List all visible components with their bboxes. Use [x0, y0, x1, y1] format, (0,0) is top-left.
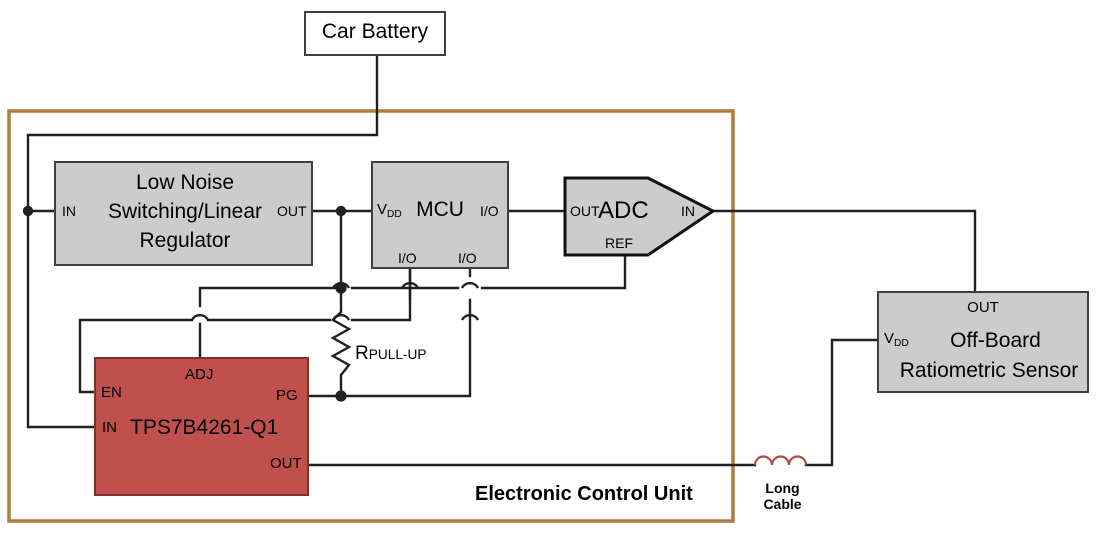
junction-dot-vreg-out — [335, 205, 347, 217]
regulator-pin-in-label: IN — [62, 203, 76, 219]
sensor-pin-vdd-text: V — [884, 330, 895, 347]
sensor-pin-out-label: OUT — [967, 299, 999, 316]
wire-node-to-mcu-io2 — [339, 298, 472, 398]
adc-pin-ref-label: REF — [605, 235, 633, 251]
block-adc[interactable] — [563, 176, 716, 257]
mcu-pin-vdd-subscript: DD — [387, 208, 402, 220]
wire-hop-io2-over-bus — [460, 281, 480, 289]
adc-pin-in-label: IN — [681, 203, 695, 219]
tps-pin-pg-label: PG — [276, 387, 298, 404]
wire-battery-to-rail — [26, 53, 379, 213]
junction-dot-battery-rail — [22, 205, 34, 217]
junction-dot-layer — [22, 205, 347, 402]
block-car-battery[interactable] — [304, 11, 446, 56]
block-regulator[interactable] — [54, 161, 313, 266]
wire-cable-to-sensor-vdd — [804, 338, 880, 467]
block-tps7b4261q1[interactable] — [94, 357, 309, 496]
regulator-label-line1: Low Noise — [135, 171, 235, 194]
car-battery-label: Car Battery — [321, 20, 429, 43]
sensor-label-line1: Off-Board — [950, 329, 1041, 352]
long-cable-label-line2: Cable — [763, 496, 802, 512]
resistor-label-subscript: PULL-UP — [368, 347, 427, 362]
sensor-label-line2: Ratiometric Sensor — [899, 359, 1079, 382]
mcu-pin-vdd-label: VDD — [377, 201, 402, 220]
wire-hop-io2-over-enrail — [460, 313, 480, 321]
mcu-pin-io-bottom-right-label: I/O — [458, 250, 477, 266]
block-mcu[interactable] — [371, 161, 509, 269]
mcu-pin-io-bottom-left-label: I/O — [398, 250, 417, 266]
wire-en-rail-right2 — [350, 266, 412, 322]
wire-adc-in-to-sensor-out — [711, 209, 977, 294]
block-offboard-sensor[interactable] — [877, 291, 1089, 393]
adc-label: ADC — [598, 197, 649, 224]
wire-en-rail — [78, 318, 194, 394]
tps-pin-out-label: OUT — [270, 455, 302, 472]
ecu-label: Electronic Control Unit — [475, 483, 693, 505]
wire-rail-to-tps-in — [26, 209, 97, 429]
wire-bus-node-to-left — [198, 286, 343, 308]
sensor-pin-vdd-label: VDD — [884, 330, 909, 349]
junction-dot-bus — [335, 282, 347, 294]
regulator-label-line3: Regulator — [139, 229, 231, 252]
resistor-label-text: R — [355, 343, 369, 364]
long-cable-label-line1: Long — [765, 480, 800, 496]
adc-pin-out-label: OUT — [570, 203, 600, 219]
tps-pin-adj-label: ADJ — [185, 366, 214, 383]
mcu-label: MCU — [416, 198, 464, 221]
wire-hop-adj-over-enrail — [190, 313, 210, 321]
mcu-pin-vdd-text: V — [377, 201, 388, 218]
tps-label: TPS7B4261-Q1 — [130, 416, 279, 439]
junction-dot-pg — [335, 390, 347, 402]
mcu-pin-io-right-label: I/O — [480, 203, 499, 219]
regulator-pin-out-label: OUT — [277, 203, 307, 219]
resistor-symbol — [330, 311, 352, 376]
ecu-enclosure-border — [7, 109, 735, 523]
tps-pin-en-label: EN — [101, 384, 122, 401]
tps-pin-in-label: IN — [102, 419, 117, 436]
resistor-label: RPULL-UP — [355, 344, 426, 363]
wire-adc-ref — [480, 253, 627, 290]
inductor-coil-symbol — [753, 455, 808, 466]
regulator-label-line2: Switching/Linear — [107, 200, 263, 223]
sensor-pin-vdd-subscript: DD — [894, 337, 909, 349]
